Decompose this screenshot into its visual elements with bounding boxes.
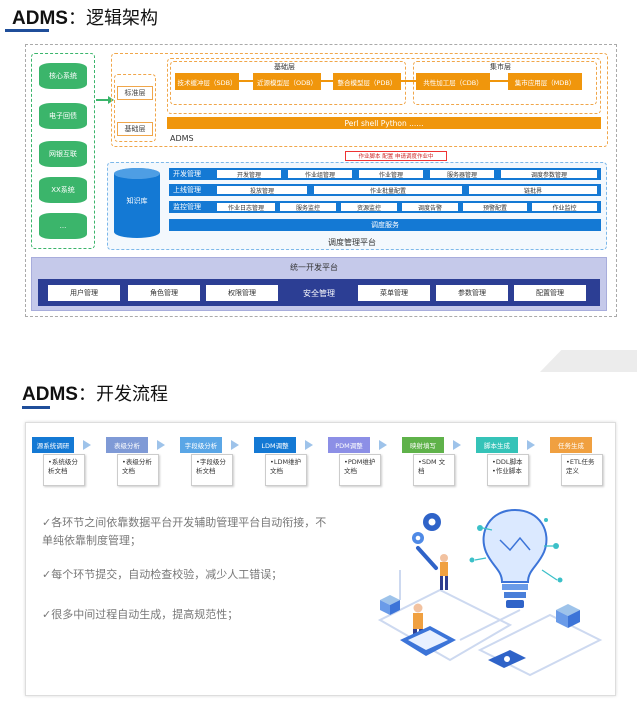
benefit-text: ✓很多中间过程自动生成，提高规范性； — [42, 608, 239, 621]
cube-icon — [556, 604, 580, 628]
schedule-cell: 作业监控 — [532, 203, 597, 211]
benefit-text: ✓每个环节提交，自动检查校验，减少人工错误； — [42, 568, 283, 581]
schedule-cell: 服务监控 — [280, 203, 336, 211]
source-system: XX系统 — [39, 177, 87, 203]
security-label: 安全管理 — [303, 288, 335, 298]
process-step: 任务生成 — [550, 437, 592, 453]
base-layer-label: 基础层 — [274, 63, 295, 71]
auxiliary-layer-box: 基础层 — [117, 122, 153, 136]
cylinder-top — [114, 168, 160, 179]
title-underline — [5, 29, 49, 32]
flow-arrow-line — [321, 80, 333, 82]
arrow-right-icon — [305, 440, 313, 450]
row-label: 开发管理 — [173, 170, 201, 178]
section2-title: ADMS：开发流程 — [22, 384, 168, 405]
schedule-cell: 服务器管理 — [430, 170, 494, 178]
innovation-illustration — [377, 508, 603, 677]
schedule-cell: 预警配置 — [463, 203, 527, 211]
gear-icon — [412, 513, 441, 544]
step-document: •表级分析文档 — [117, 454, 159, 486]
flow-arrow-line — [401, 80, 416, 82]
schedule-cell: 作业管理 — [359, 170, 423, 178]
step-document: •ETL任务定义 — [561, 454, 603, 486]
flow-arrow-line — [239, 80, 253, 82]
base-layer-group — [170, 61, 406, 105]
process-step: 字段级分析 — [180, 437, 222, 453]
schedule-cell: 投放管理 — [217, 186, 307, 194]
schedule-cell: 调度参数管理 — [501, 170, 597, 178]
wrench-icon — [416, 546, 438, 570]
knowledge-base-cylinder — [114, 168, 160, 238]
standard-layer-box: 标准层 — [117, 86, 153, 100]
sdb-layer: 技术缓冲层（SDB） — [175, 73, 239, 90]
source-system: 核心系统 — [39, 63, 87, 89]
phone-icon — [488, 650, 526, 668]
source-system: 网银互联 — [39, 141, 87, 167]
unified-item: 参数管理 — [436, 285, 508, 301]
pdb-layer: 整合模型层（PDB） — [333, 73, 401, 90]
source-systems-group — [31, 53, 95, 249]
schedule-cell: 链批界 — [469, 186, 597, 194]
layers-region — [167, 58, 601, 114]
process-step: PDM调整 — [328, 437, 370, 453]
arrow-right-icon — [379, 440, 387, 450]
process-step: 表级分析 — [106, 437, 148, 453]
process-step: LDM调整 — [254, 437, 296, 453]
schedule-cell: 作业组管理 — [288, 170, 352, 178]
unified-item: 权限管理 — [206, 285, 278, 301]
odb-layer: 近源模型层（ODB） — [253, 73, 321, 90]
source-system: ... — [39, 213, 87, 239]
adms-region — [111, 53, 608, 147]
unified-item: 配置管理 — [514, 285, 586, 301]
architecture-frame — [25, 44, 617, 317]
arrow-right-icon — [453, 440, 461, 450]
process-step: 脚本生成 — [476, 437, 518, 453]
unified-item: 用户管理 — [48, 285, 120, 301]
lightbulb-icon — [482, 508, 548, 608]
adms-label: ADMS — [170, 134, 194, 143]
benefit-text: ✓各环节之间依靠数据平台开发辅助管理平台自动衔接，不单纯依靠制度管理； — [42, 516, 327, 547]
arrow-right-icon — [527, 440, 535, 450]
arrow-right-icon — [231, 440, 239, 450]
mart-layer-label: 集市层 — [490, 63, 511, 71]
step-document: •SDM 文档 — [413, 454, 455, 486]
cdb-layer: 共性加工层（CDB） — [416, 73, 490, 90]
decorative-band — [540, 350, 637, 372]
unified-platform-label: 统一开发平台 — [290, 263, 338, 272]
mdb-layer: 集市应用层（MDB） — [508, 73, 582, 90]
schedule-cell: 开发管理 — [217, 170, 281, 178]
title-underline — [22, 406, 50, 409]
cube-icon — [380, 595, 400, 615]
schedule-platform-label: 调度管理平台 — [328, 238, 376, 247]
step-document: •字段级分析文档 — [191, 454, 233, 486]
schedule-cell: 作业批量配置 — [314, 186, 462, 194]
row-label: 监控管理 — [173, 203, 201, 211]
step-document: •LDM维护文档 — [265, 454, 307, 486]
job-link-label: 作业脚本 配置 申请调度作业中 — [345, 151, 447, 161]
arrow-right-icon — [157, 440, 165, 450]
arrow-right-icon — [83, 440, 91, 450]
process-step: 映射填写 — [402, 437, 444, 453]
person-icon — [440, 554, 448, 590]
schedule-cell: 资源监控 — [341, 203, 397, 211]
tools-group — [114, 74, 156, 142]
process-step: 源系统调研 — [32, 437, 74, 453]
mart-layer-group — [413, 61, 597, 105]
schedule-cell: 作业日志管理 — [217, 203, 275, 211]
source-system: 电子回债 — [39, 103, 87, 129]
schedule-service-bar: 调度服务 — [169, 219, 601, 231]
knowledge-base-label: 知识库 — [126, 197, 148, 205]
row-label: 上线管理 — [173, 186, 201, 194]
language-bar: Perl shell Python ...... — [167, 117, 601, 129]
step-document: •DDL脚本 •作业脚本 — [487, 454, 529, 486]
section1-title: ADMS：逻辑架构 — [12, 8, 158, 29]
unified-item: 角色管理 — [128, 285, 200, 301]
process-card — [25, 422, 616, 696]
flow-arrow-line — [490, 80, 508, 82]
schedule-cell: 调度告警 — [402, 203, 458, 211]
step-document: •系统级分析文档 — [43, 454, 85, 486]
unified-item: 菜单管理 — [358, 285, 430, 301]
flow-arrow-line — [96, 99, 110, 101]
step-document: •PDM维护文档 — [339, 454, 381, 486]
